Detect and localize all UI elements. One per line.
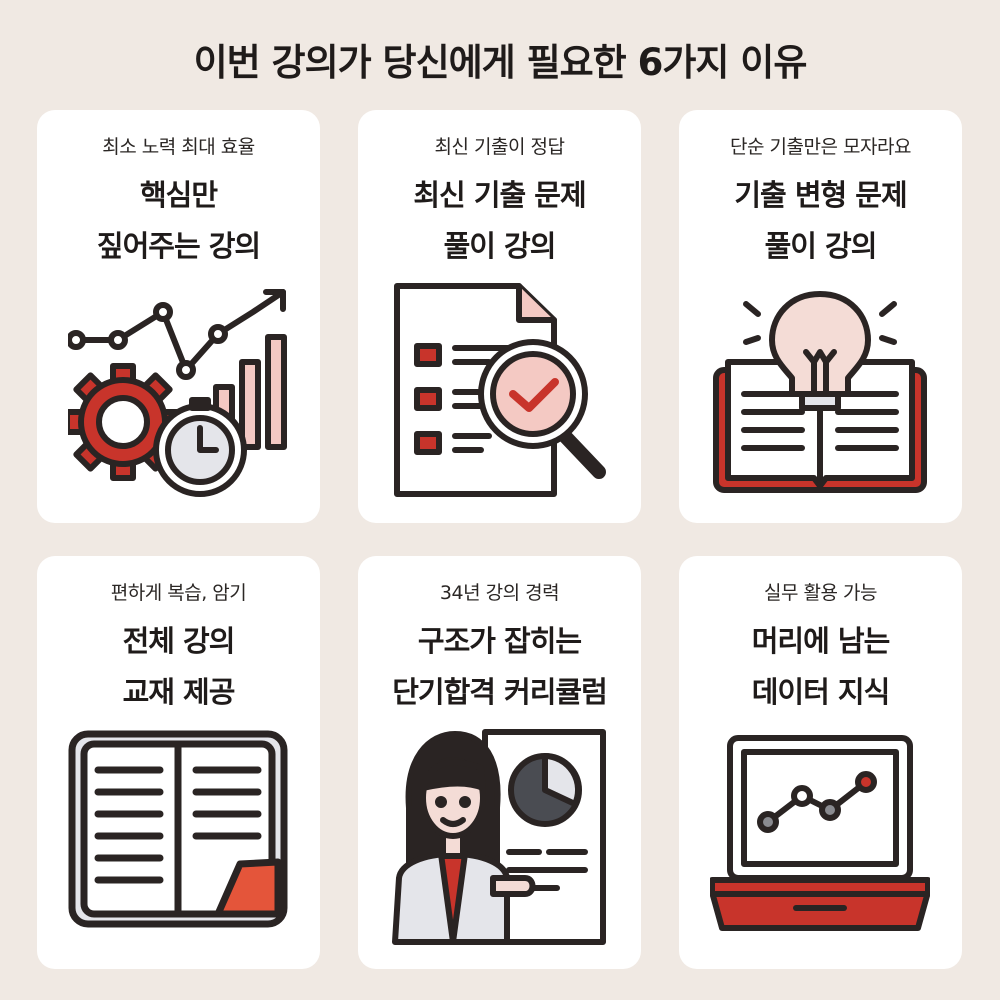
card-heading-line2: 짚어주는 강의 <box>96 229 261 263</box>
card-subtitle: 34년 강의 경력 <box>439 582 560 604</box>
card-heading-line1: 머리에 남는 <box>751 624 891 658</box>
card-heading-line2: 단기합격 커리큘럼 <box>392 675 608 709</box>
checklist-magnifier-icon <box>394 283 606 497</box>
card-subtitle: 최신 기출이 정답 <box>434 136 565 158</box>
card-subtitle: 최소 노력 최대 효율 <box>102 136 255 158</box>
open-book-icon <box>68 730 288 928</box>
card-heading-line2: 교재 제공 <box>122 675 236 709</box>
card-heading-line1: 기출 변형 문제 <box>734 178 907 212</box>
card-heading-line1: 전체 강의 <box>122 624 236 658</box>
card-subtitle: 편하게 복습, 암기 <box>110 582 247 604</box>
reasons-grid: 최소 노력 최대 효율 핵심만 짚어주는 강의 <box>37 110 962 969</box>
card-heading-line1: 최신 기출 문제 <box>413 178 586 212</box>
reason-card-6: 실무 활용 가능 머리에 남는 데이터 지식 <box>679 556 962 969</box>
lightbulb-book-icon <box>713 291 927 493</box>
laptop-line-chart-icon <box>710 735 930 931</box>
page-title: 이번 강의가 당신에게 필요한 6가지 이유 <box>193 41 808 84</box>
reason-card-3: 단순 기출만은 모자라요 기출 변형 문제 풀이 강의 <box>679 110 962 523</box>
card-heading-line1: 구조가 잡히는 <box>417 624 582 658</box>
reason-card-2: 최신 기출이 정답 최신 기출 문제 풀이 강의 <box>358 110 641 523</box>
presenter-chart-icon <box>392 729 606 945</box>
card-heading-line1: 핵심만 <box>139 178 218 212</box>
card-heading-line2: 데이터 지식 <box>751 675 891 709</box>
card-subtitle: 실무 활용 가능 <box>764 582 877 604</box>
card-heading-line2: 풀이 강의 <box>443 229 557 263</box>
reason-card-4: 편하게 복습, 암기 전체 강의 교재 제공 <box>37 556 320 969</box>
card-heading-line2: 풀이 강의 <box>764 229 878 263</box>
reason-card-5: 34년 강의 경력 구조가 잡히는 단기합격 커리큘럼 <box>358 556 641 969</box>
reason-card-1: 최소 노력 최대 효율 핵심만 짚어주는 강의 <box>37 110 320 523</box>
card-subtitle: 단순 기출만은 모자라요 <box>730 136 911 158</box>
chart-gear-clock-icon <box>68 289 287 497</box>
